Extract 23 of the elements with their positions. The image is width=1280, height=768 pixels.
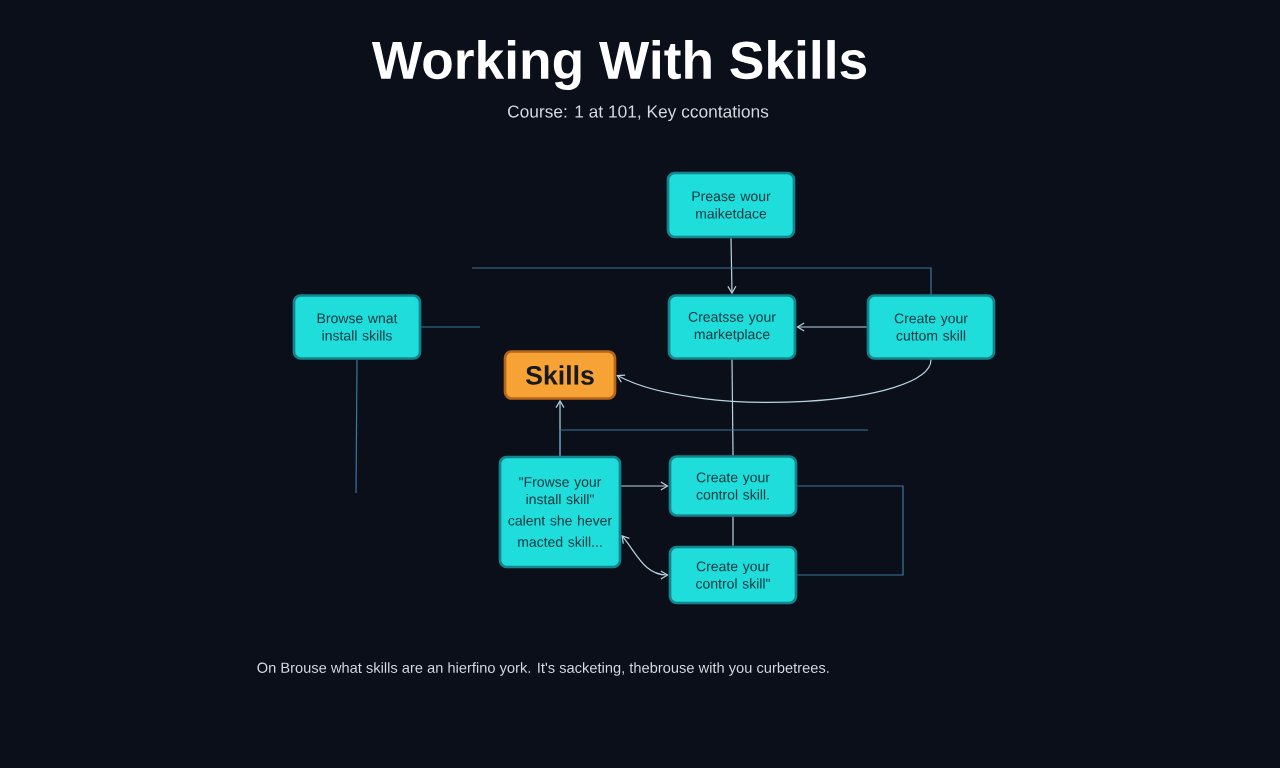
process-box: "Frowse your install skill" calent she hever macted skill... [498, 455, 622, 569]
connector-line [731, 359, 734, 456]
subtitle: Course: 1 at 101, Key ccontations [508, 104, 769, 122]
process-box: Create your control skill. [668, 455, 798, 517]
connector-line [732, 516, 734, 547]
process-box: Creatsse your marketplace [667, 294, 797, 360]
arrow [620, 481, 669, 491]
arrow [727, 237, 737, 295]
connector-line [559, 429, 869, 457]
process-box: Create your control skill" [668, 545, 798, 605]
connector-line [355, 359, 358, 494]
title: Working With Skills [371, 40, 867, 90]
arrow [621, 535, 669, 580]
highlighted-box: Skills [503, 350, 617, 400]
connector-line [796, 485, 904, 576]
connector-line [471, 267, 932, 295]
arrow [616, 359, 932, 403]
connector-line [420, 326, 481, 328]
arrow [796, 322, 868, 332]
caption: On Brouse what skills are an hierfino york. It's sacketing, thebrouse with you curbetrees. [257, 662, 829, 676]
process-box: Browse wnat install skills [292, 294, 422, 360]
process-box: Create your cuttom skill [866, 294, 996, 360]
process-box: Prease wour maiketdace [666, 171, 796, 239]
